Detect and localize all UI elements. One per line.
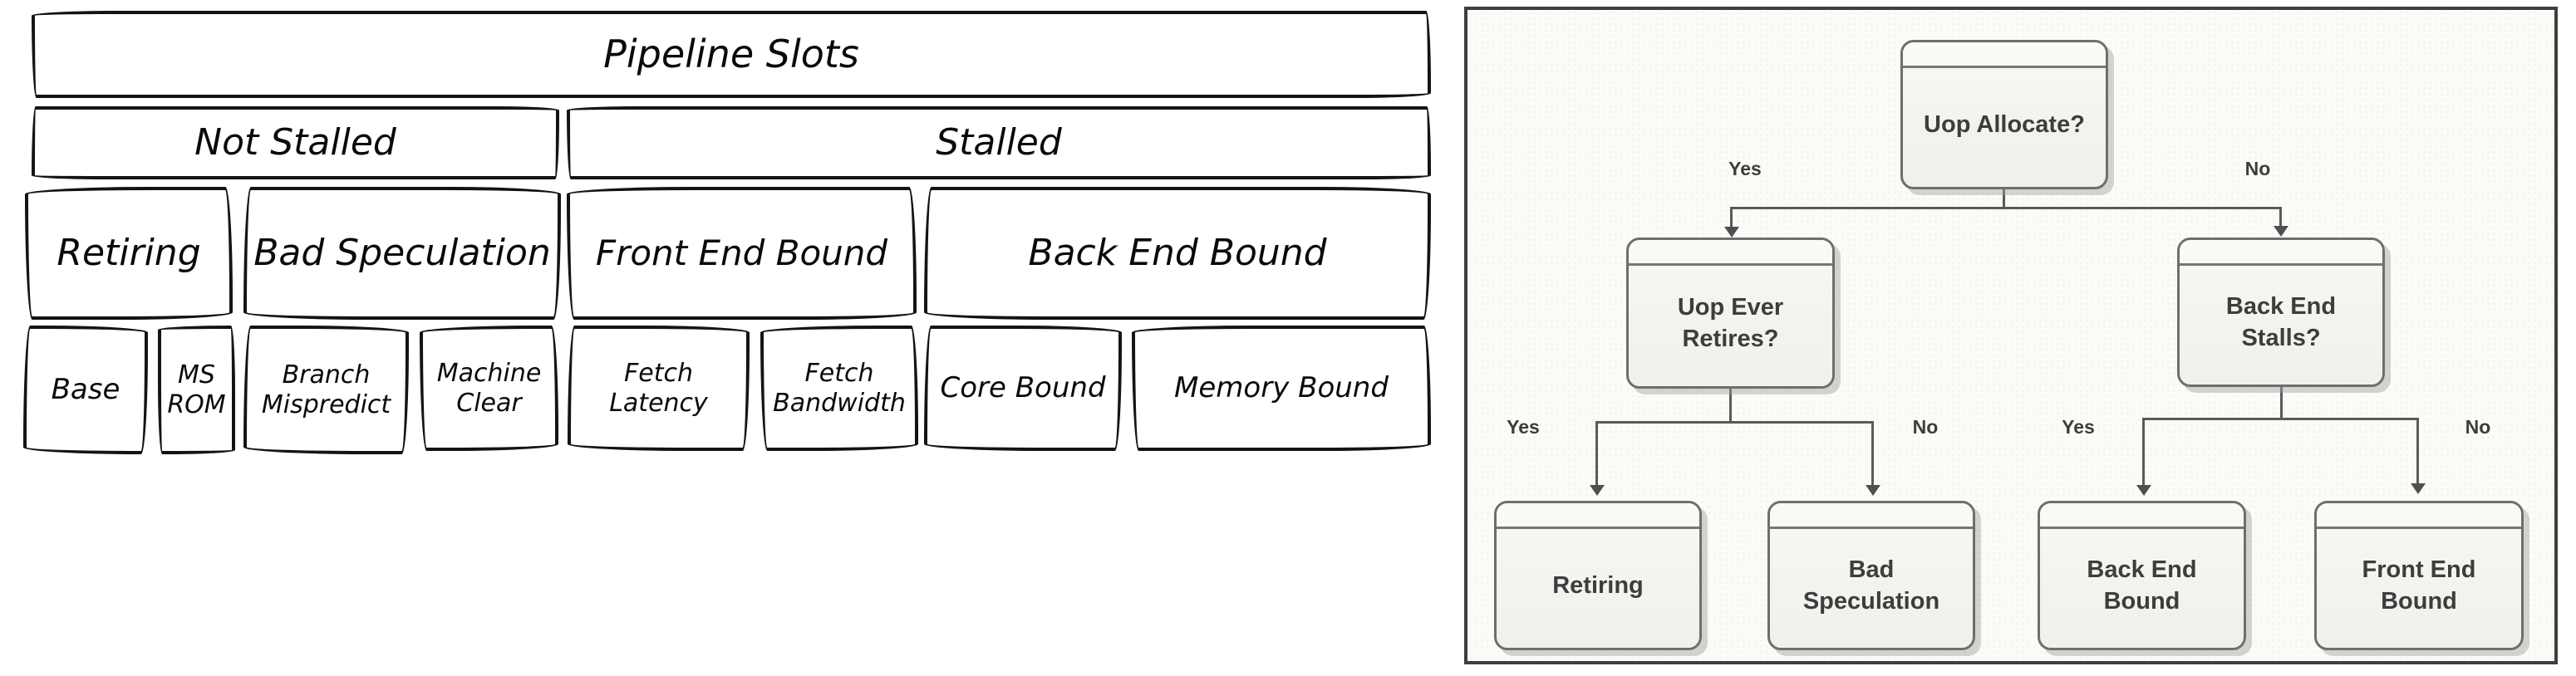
node-uop-ever-retires: Uop Ever Retires? — [1626, 238, 1835, 389]
node-header-bar — [1497, 503, 1699, 529]
cell-memory-bound: Memory Bound — [1132, 326, 1431, 451]
node-label: Front End Bound — [2362, 556, 2476, 615]
cell-ms-rom: MS ROM — [158, 326, 235, 454]
node-label: Uop Allocate? — [1924, 110, 2085, 138]
edge-retires-split — [1595, 421, 1874, 424]
node-front-end-bound: Front End Bound — [2314, 501, 2524, 650]
node-back-end-stalls: Back End Stalls? — [2177, 238, 2385, 387]
node-header-bar — [1770, 503, 1973, 529]
cell-bad-speculation: Bad Speculation — [243, 187, 561, 320]
label-root-no: No — [2244, 158, 2271, 179]
node-bad-speculation: Bad Speculation — [1767, 501, 1975, 650]
node-header-bar — [2040, 503, 2244, 529]
node-header-bar — [1903, 42, 2106, 68]
label-stalls-no: No — [2465, 416, 2491, 438]
cell-fetch-latency: Fetch Latency — [568, 326, 750, 451]
node-uop-allocate: Uop Allocate? — [1900, 40, 2108, 189]
label-stalls-yes: Yes — [2062, 416, 2095, 438]
node-back-end-bound: Back End Bound — [2038, 501, 2246, 650]
cell-not-stalled: Not Stalled — [32, 106, 559, 179]
arrow-to-bad-speculation — [1866, 485, 1880, 496]
cell-machine-clear: Machine Clear — [420, 326, 558, 451]
arrow-to-retiring — [1590, 485, 1605, 496]
node-header-bar — [2180, 240, 2382, 266]
label-retires-no: No — [1912, 416, 1939, 438]
cell-stalled: Stalled — [567, 106, 1431, 179]
node-label: Retiring — [1552, 571, 1644, 599]
edge-stalls-no-line — [2416, 418, 2419, 485]
label-root-yes: Yes — [1728, 158, 1762, 179]
edge-root-stub — [2003, 189, 2005, 209]
cell-branch-mispredict: Branch Mispredict — [243, 326, 409, 454]
label-retires-yes: Yes — [1507, 416, 1540, 438]
edge-retires-no-line — [1871, 421, 1874, 487]
arrow-to-front-end-bound — [2411, 483, 2426, 494]
node-label: Back End Bound — [2087, 556, 2197, 615]
edge-root-no-line — [2279, 207, 2282, 228]
cell-pipeline-slots: Pipeline Slots — [32, 11, 1431, 98]
edge-retires-stub — [1729, 389, 1732, 424]
edge-retires-yes-line — [1595, 421, 1598, 487]
node-label: Uop Ever Retires? — [1677, 293, 1784, 352]
cell-fetch-bandwidth: Fetch Bandwidth — [760, 326, 918, 451]
arrow-to-back-end-stalls — [2274, 226, 2288, 237]
edge-stalls-stub — [2280, 387, 2283, 420]
cell-back-end-bound: Back End Bound — [924, 187, 1431, 320]
cell-base: Base — [23, 326, 148, 454]
edge-stalls-split — [2142, 418, 2419, 420]
cell-core-bound: Core Bound — [924, 326, 1122, 451]
node-label: Back End Stalls? — [2225, 292, 2337, 351]
node-retiring: Retiring — [1494, 501, 1702, 650]
node-header-bar — [2317, 503, 2521, 529]
node-header-bar — [1629, 240, 1832, 266]
edge-root-yes-line — [1730, 207, 1733, 229]
edge-stalls-yes-line — [2142, 418, 2145, 487]
arrow-to-uop-ever-retires — [1724, 227, 1739, 238]
cell-retiring: Retiring — [25, 187, 233, 320]
cell-front-end-bound: Front End Bound — [567, 187, 917, 320]
arrow-to-back-end-bound — [2136, 485, 2151, 496]
edge-root-split — [1730, 207, 2282, 209]
node-label: Bad Speculation — [1802, 556, 1940, 615]
